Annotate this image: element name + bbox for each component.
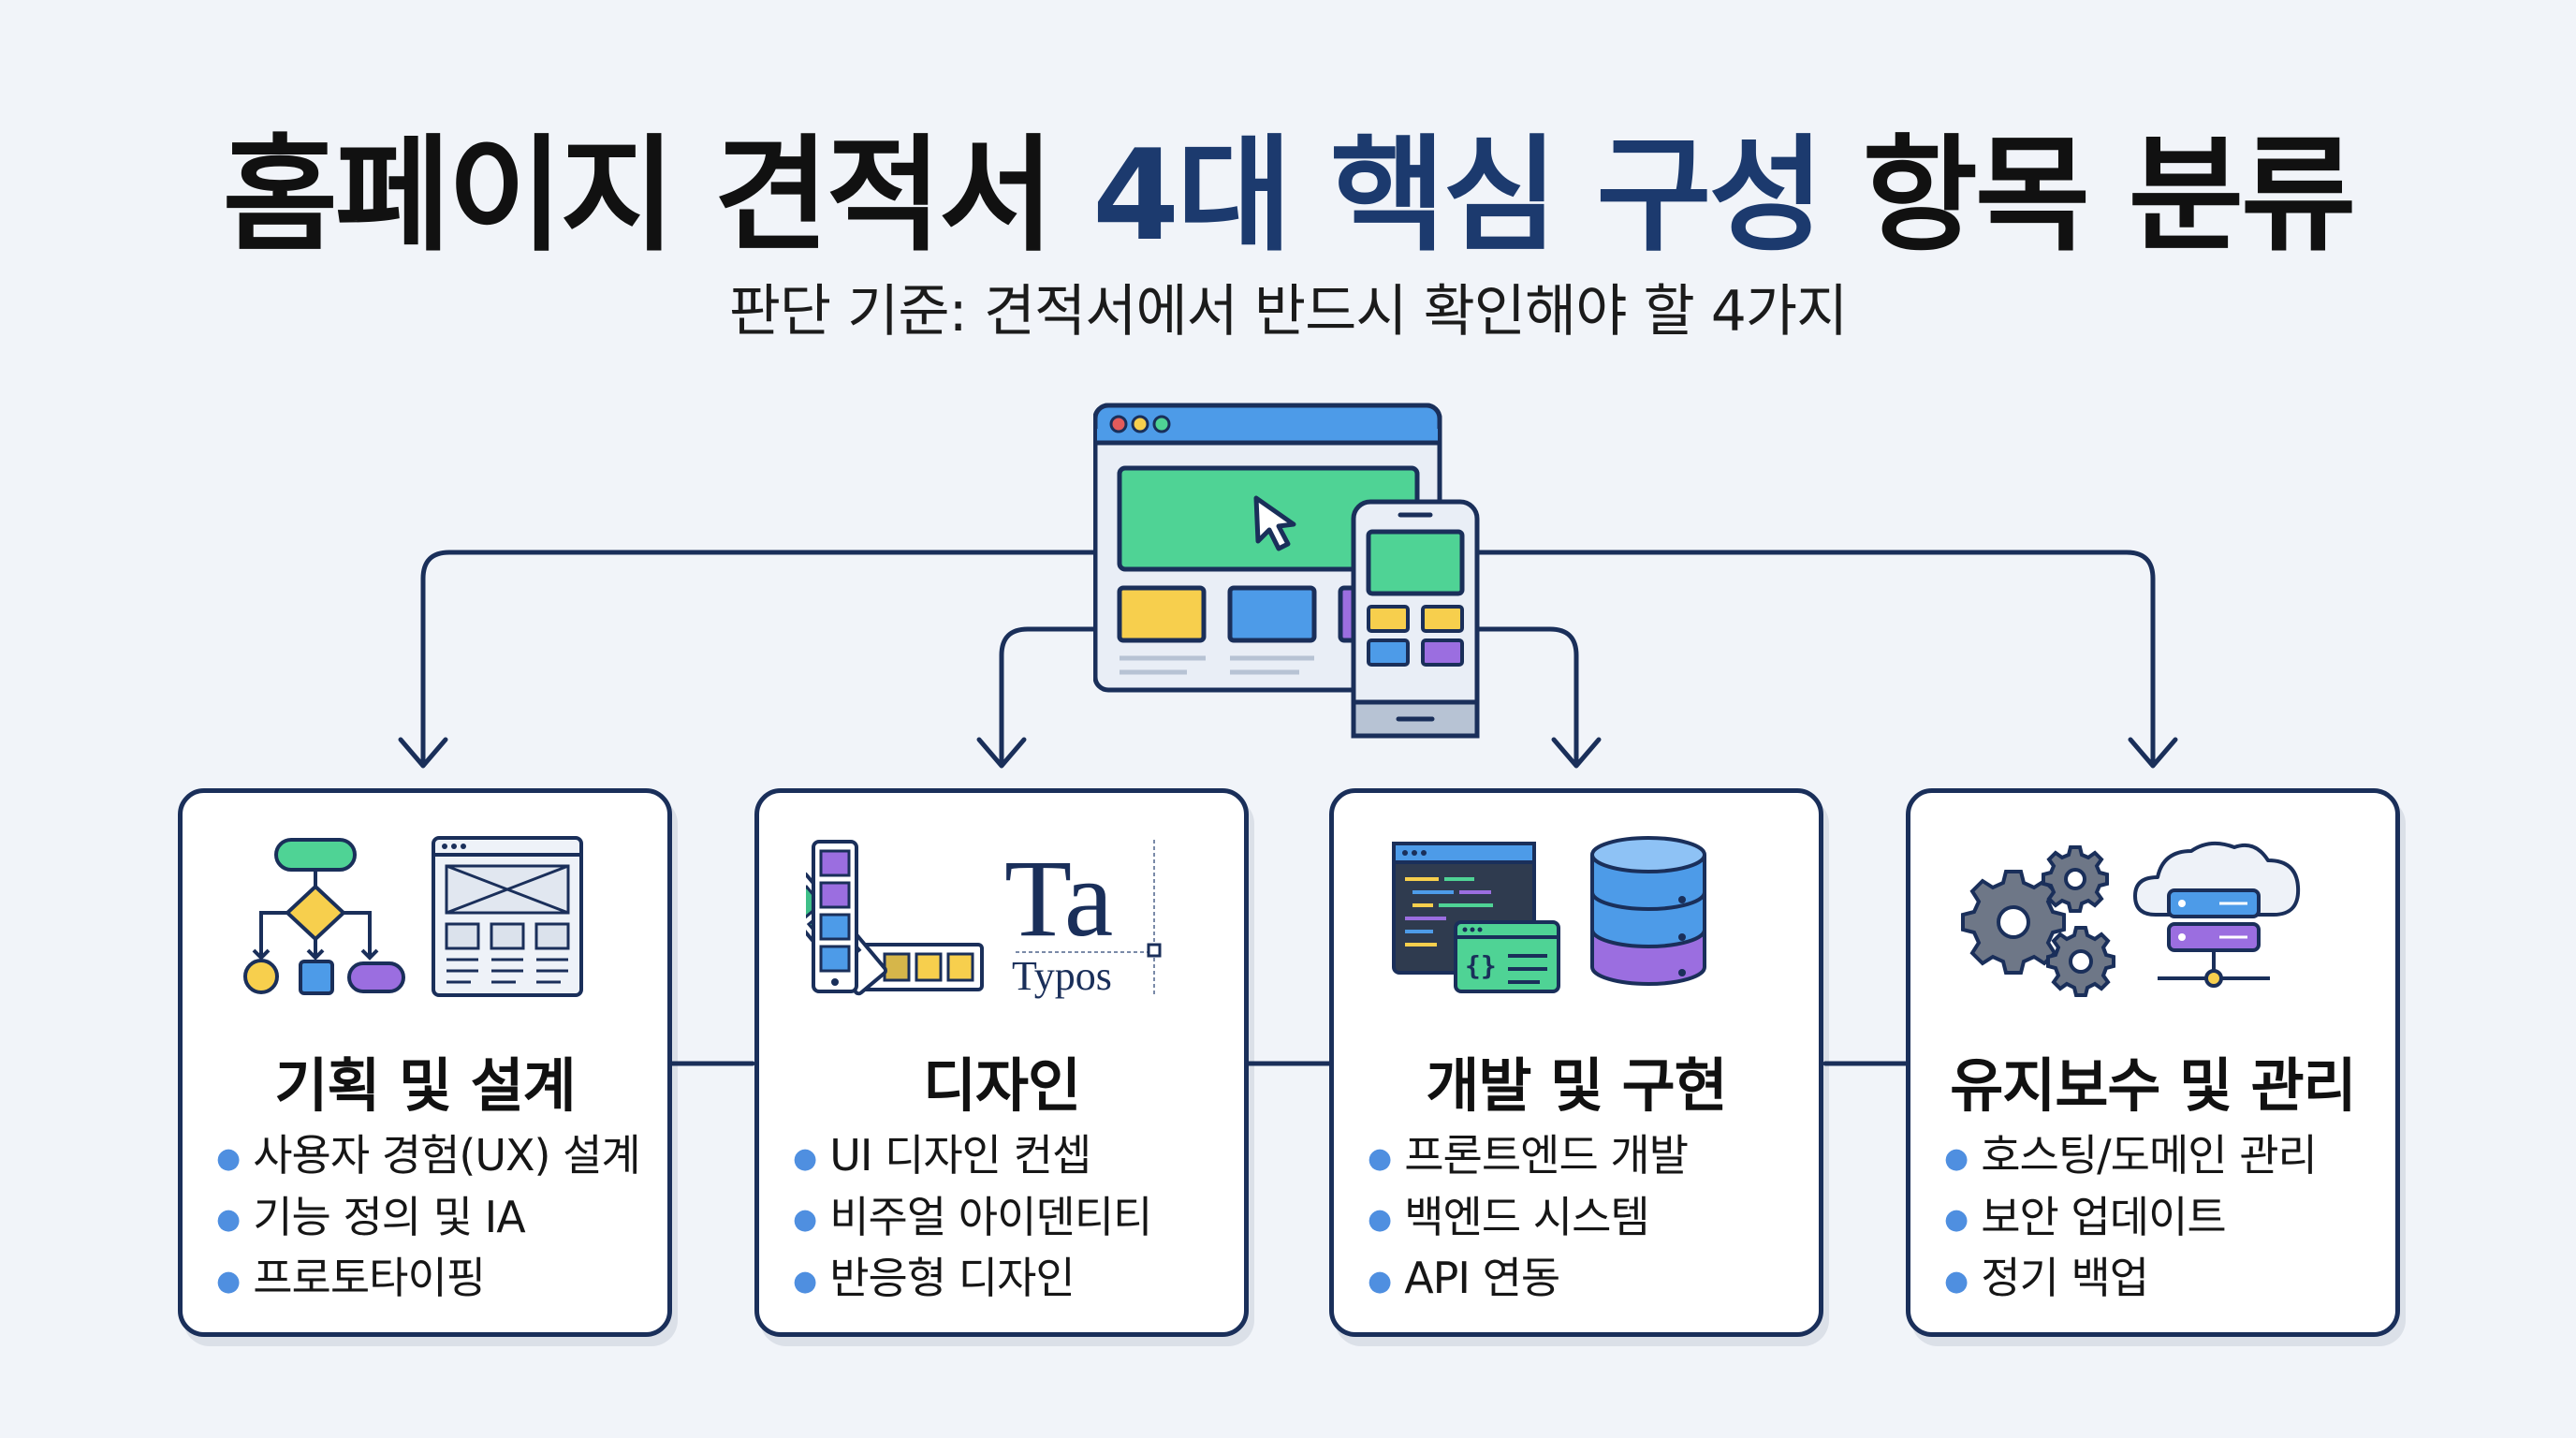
arrow-head-design [976, 737, 1027, 769]
card-title: 유지보수 및 관리 [1950, 1051, 2356, 1120]
list-item: ●프로토타이핑 [216, 1253, 486, 1303]
database-icon [1590, 836, 1706, 986]
bullet-dot: ● [1368, 1203, 1392, 1236]
wireframe-icon [432, 836, 583, 997]
card-items: ●사용자 경험(UX) 설계 ●기능 정의 및 IA ●프로토타이핑 [216, 1126, 641, 1311]
arrow-head-maintenance [2128, 737, 2178, 769]
page-subtitle: 판단 기준: 견적서에서 반드시 확인해야 할 4가지 [728, 279, 1849, 345]
list-item: ●사용자 경험(UX) 설계 [216, 1130, 641, 1181]
card-items: ●프론트엔드 개발 ●백엔드 시스템 ●API 연동 [1368, 1126, 1689, 1311]
bullet-dot: ● [1944, 1141, 1969, 1175]
list-item: ●반응형 디자인 [793, 1253, 1076, 1303]
arrow-head-dev [1551, 737, 1602, 769]
card-title: 기획 및 설계 [274, 1051, 576, 1120]
typography-icon: Ta Typos [1004, 837, 1162, 999]
gears-icon [1961, 845, 2115, 997]
connector-to-design [999, 626, 1096, 763]
card-items: ●UI 디자인 컨셉 ●비주얼 아이덴티티 ●반응형 디자인 [793, 1126, 1152, 1311]
card-title: 개발 및 구현 [1426, 1051, 1727, 1120]
list-item: ●보안 업데이트 [1944, 1191, 2227, 1242]
card-planning: 기획 및 설계 ●사용자 경험(UX) 설계 ●기능 정의 및 IA ●프로토타… [178, 788, 672, 1337]
website-and-mobile-icon [1093, 403, 1480, 739]
color-palette-icon [806, 840, 984, 996]
card-development: {} 개발 및 구현 ●프론트엔드 개발 ●백엔드 시스템 ●API 연동 [1329, 788, 1823, 1337]
list-item: ●기능 정의 및 IA [216, 1191, 526, 1242]
bullet-dot: ● [216, 1141, 241, 1175]
card-design: Ta Typos 디자인 ●UI 디자인 컨셉 ●비주얼 아이덴티티 ●반응형 … [754, 788, 1249, 1337]
list-item: ●API 연동 [1368, 1253, 1560, 1303]
title-part-2: 항목 분류 [1862, 123, 2357, 269]
svg-text:Ta: Ta [1004, 837, 1113, 960]
svg-text:Typos: Typos [1012, 953, 1112, 999]
card-items: ●호스팅/도메인 관리 ●보안 업데이트 ●정기 백업 [1944, 1126, 2318, 1311]
svg-text:{}: {} [1465, 950, 1497, 981]
code-editor-icon: {} [1392, 842, 1560, 993]
list-item: ●정기 백업 [1944, 1253, 2149, 1303]
card-title: 디자인 [922, 1051, 1081, 1120]
title-accent: 4대 핵심 구성 [1091, 123, 1824, 269]
flowchart-icon [243, 838, 405, 995]
bullet-dot: ● [1944, 1203, 1969, 1236]
arrow-head-planning [398, 737, 448, 769]
bullet-dot: ● [1368, 1141, 1392, 1175]
list-item: ●프론트엔드 개발 [1368, 1130, 1689, 1181]
page-title: 홈페이지 견적서 4대 핵심 구성 항목 분류 [0, 94, 2576, 275]
connector-to-planning [420, 550, 1096, 763]
cloud-server-icon [2133, 841, 2301, 988]
connector-to-maintenance [1442, 550, 2156, 763]
bullet-dot: ● [793, 1141, 817, 1175]
bullet-dot: ● [793, 1264, 817, 1298]
list-item: ●백엔드 시스템 [1368, 1191, 1650, 1242]
bullet-dot: ● [1368, 1264, 1392, 1298]
bullet-dot: ● [216, 1264, 241, 1298]
bullet-dot: ● [793, 1203, 817, 1236]
list-item: ●UI 디자인 컨셉 [793, 1130, 1091, 1181]
bullet-dot: ● [1944, 1264, 1969, 1298]
title-part-1: 홈페이지 견적서 [222, 123, 1055, 269]
connector-to-dev [1474, 626, 1579, 763]
list-item: ●호스팅/도메인 관리 [1944, 1130, 2318, 1181]
list-item: ●비주얼 아이덴티티 [793, 1191, 1152, 1242]
card-maintenance: 유지보수 및 관리 ●호스팅/도메인 관리 ●보안 업데이트 ●정기 백업 [1906, 788, 2400, 1337]
bullet-dot: ● [216, 1203, 241, 1236]
